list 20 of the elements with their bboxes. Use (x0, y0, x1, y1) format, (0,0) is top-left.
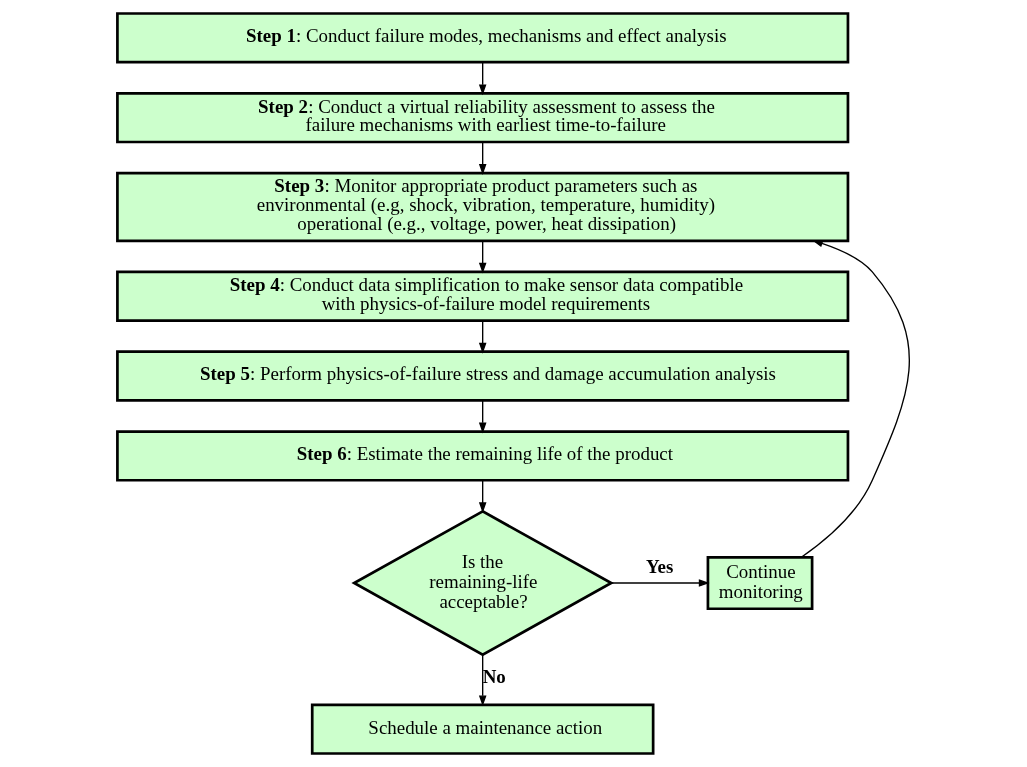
node-box: Step 6: Estimate the remaining life of the product (116, 430, 850, 482)
node-box: Step 4: Conduct data simplification to make sensor data compatible with physics-of-failure model requirements (116, 270, 850, 322)
edge-label: No (482, 666, 506, 688)
arrow (478, 654, 487, 707)
arrow (478, 240, 487, 274)
node-diamond: Is the remaining-life acceptable? (351, 509, 614, 657)
node-box: Continue monitoring (706, 556, 814, 611)
node-box: Step 5: Perform physics-of-failure stress and damage accumulation analysis (116, 350, 850, 402)
edge-label: Yes (646, 555, 674, 577)
node-box: Step 3: Monitor appropriate product parameters such as environmental (e.g, shock, vibration, temperature, humidity) operational (e.g., voltage, power, heat dissipation) (116, 171, 850, 243)
arrow (478, 479, 487, 514)
arrow (610, 579, 710, 587)
arrow (478, 320, 487, 354)
arrow (478, 141, 487, 175)
node-box: Schedule a maintenance action (310, 703, 655, 755)
node-box: Step 1: Conduct failure modes, mechanisms and effect analysis (116, 12, 850, 64)
node-box: Step 2: Conduct a virtual reliability assessment to assess the failure mechanisms with earliest time-to-failure (116, 91, 850, 144)
arrow (478, 399, 487, 434)
arrow (478, 61, 487, 96)
arrow (800, 239, 910, 558)
